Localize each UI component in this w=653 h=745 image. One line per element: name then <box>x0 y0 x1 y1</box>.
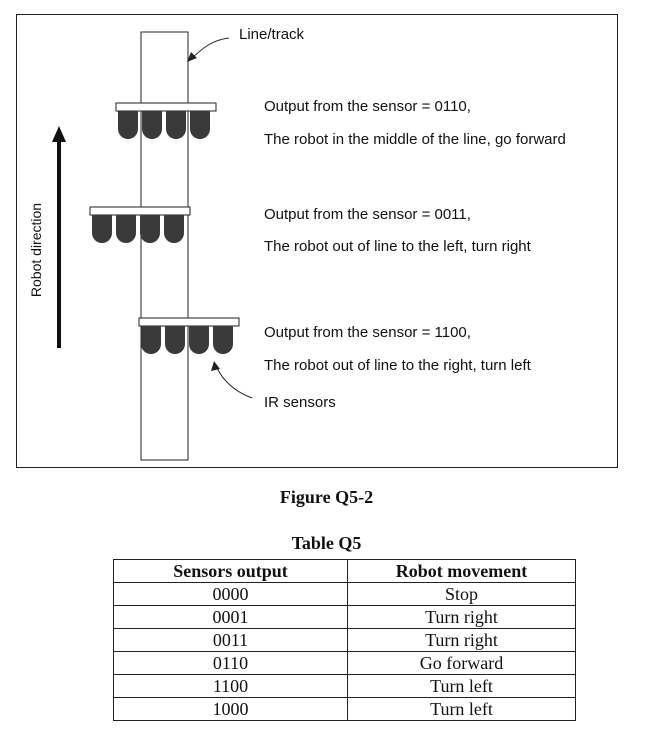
ir-sensor <box>92 215 112 243</box>
header-sensors-output: Sensors output <box>113 559 348 583</box>
robot-direction-label: Robot direction <box>28 202 44 298</box>
direction-arrow <box>52 126 66 348</box>
table-row: 0001 Turn right <box>113 605 576 629</box>
sensor-bar <box>89 206 191 216</box>
figure-caption: Figure Q5-2 <box>279 487 374 507</box>
cell-sensors-output: 0001 <box>113 605 348 629</box>
table-row: 0000 Stop <box>113 582 576 606</box>
ir-sensor <box>142 111 162 139</box>
cell-robot-movement: Turn right <box>347 628 576 652</box>
ir-sensor <box>164 215 184 243</box>
ir-sensors-pointer <box>216 367 253 399</box>
cell-robot-movement: Go forward <box>347 651 576 675</box>
sensor-array-middle <box>115 102 217 139</box>
ir-sensor <box>166 111 186 139</box>
line-track <box>140 31 189 461</box>
sensor-array-left <box>89 206 191 243</box>
state-output-right: Output from the sensor = 1100, <box>264 324 471 341</box>
cell-sensors-output: 0110 <box>113 651 348 675</box>
state-output-left: Output from the sensor = 0011, <box>264 206 471 223</box>
figure-frame <box>16 14 618 468</box>
table-row: 1100 Turn left <box>113 674 576 698</box>
ir-sensor <box>140 215 160 243</box>
ir-sensors-label: IR sensors <box>264 394 336 411</box>
cell-sensors-output: 0000 <box>113 582 348 606</box>
cell-sensors-output: 0011 <box>113 628 348 652</box>
sensor-bar <box>138 317 240 327</box>
line-track-pointer-head <box>187 52 197 62</box>
cell-robot-movement: Stop <box>347 582 576 606</box>
state-description-left: The robot out of line to the left, turn … <box>264 238 531 255</box>
direction-arrow-head <box>52 126 66 142</box>
ir-sensor <box>165 326 185 354</box>
cell-robot-movement: Turn right <box>347 605 576 629</box>
state-description-right: The robot out of line to the right, turn… <box>264 357 531 374</box>
ir-sensor <box>190 111 210 139</box>
ir-sensor <box>118 111 138 139</box>
cell-robot-movement: Turn left <box>347 674 576 698</box>
cell-robot-movement: Turn left <box>347 697 576 721</box>
ir-sensor <box>189 326 209 354</box>
ir-sensor <box>213 326 233 354</box>
state-description-middle: The robot in the middle of the line, go … <box>264 131 566 148</box>
ir-sensor <box>116 215 136 243</box>
state-output-middle: Output from the sensor = 0110, <box>264 98 471 115</box>
cell-sensors-output: 1000 <box>113 697 348 721</box>
table-header-row: Sensors output Robot movement <box>113 559 576 583</box>
table-row: 1000 Turn left <box>113 697 576 721</box>
ir-sensors-pointer-head <box>211 361 220 371</box>
sensor-movement-table: Sensors output Robot movement 0000 Stop … <box>113 559 576 721</box>
table-caption: Table Q5 <box>291 533 362 553</box>
line-track-pointer <box>191 37 230 59</box>
table-row: 0011 Turn right <box>113 628 576 652</box>
sensor-bar <box>115 102 217 112</box>
ir-sensor <box>141 326 161 354</box>
header-robot-movement: Robot movement <box>347 559 576 583</box>
table-row: 0110 Go forward <box>113 651 576 675</box>
cell-sensors-output: 1100 <box>113 674 348 698</box>
line-track-label: Line/track <box>239 26 305 43</box>
sensor-array-right <box>138 317 240 354</box>
